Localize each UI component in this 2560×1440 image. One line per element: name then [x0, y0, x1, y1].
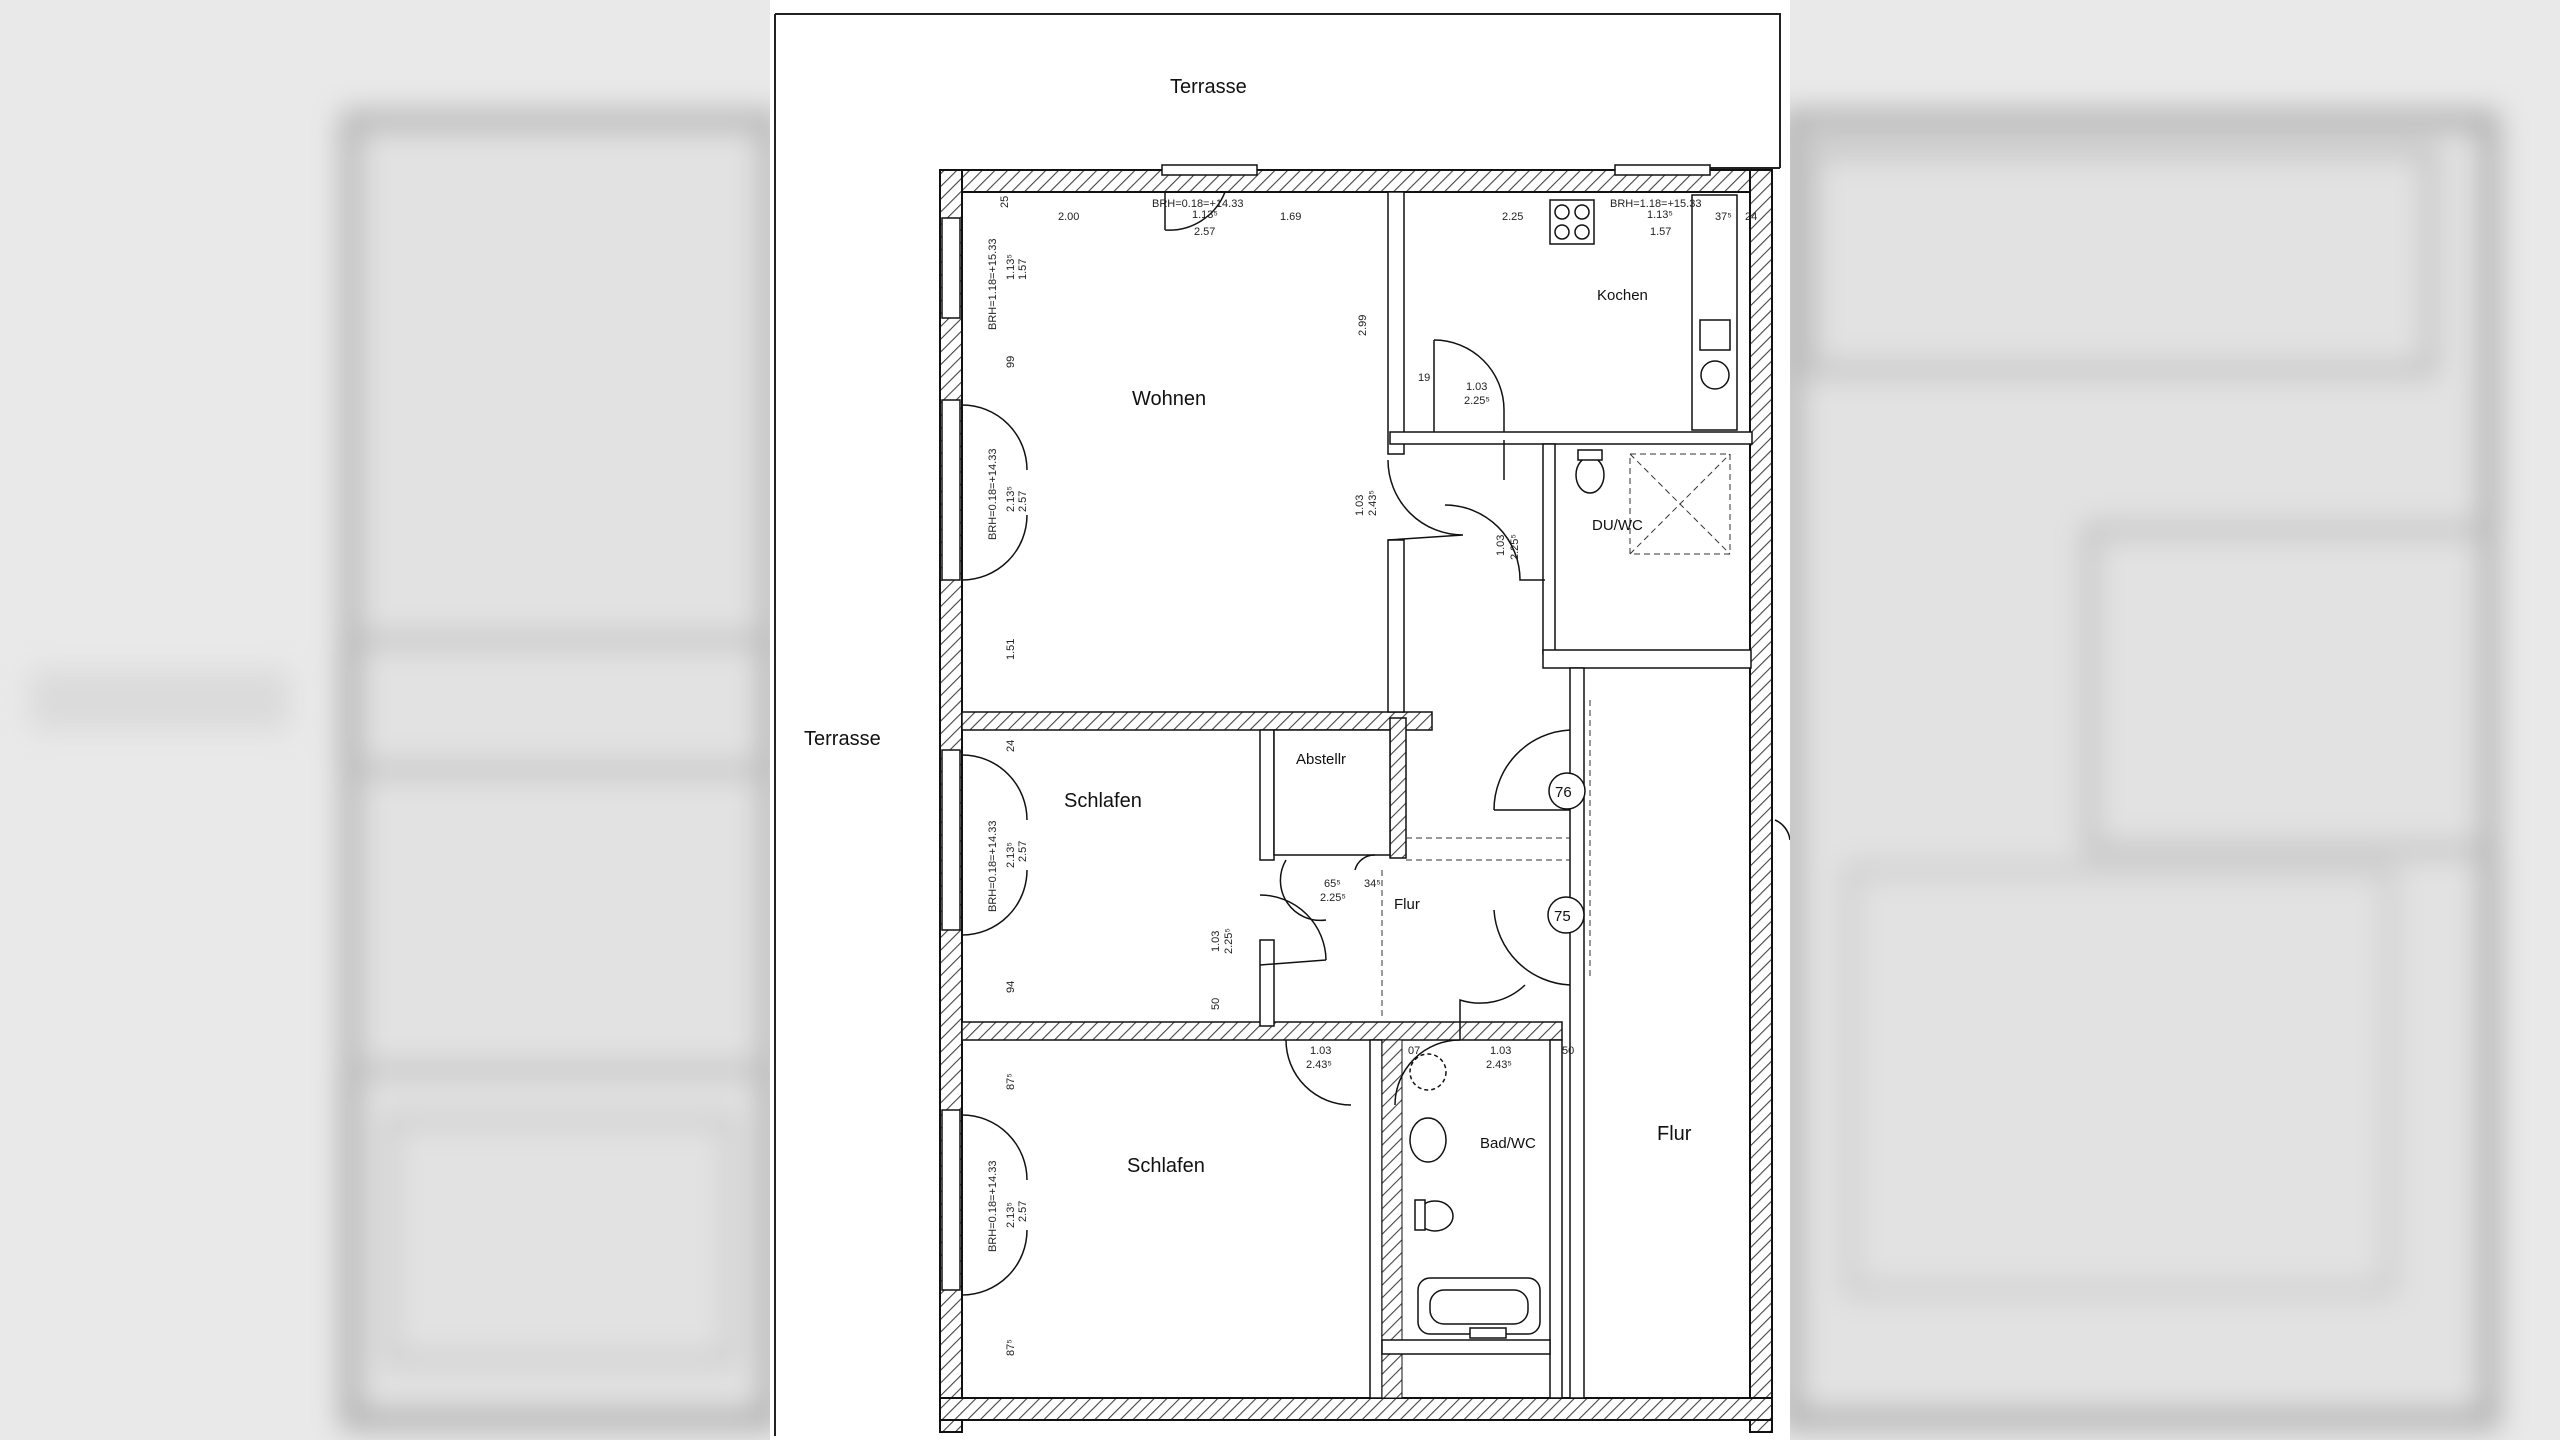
- dim-left-99: 99: [1005, 356, 1017, 368]
- dim-top-24: 24: [1745, 211, 1757, 223]
- dim-s1-94: 94: [1005, 981, 1017, 993]
- abstellr-label: Abstellr: [1296, 751, 1346, 768]
- door-76-marker: [1548, 772, 1586, 810]
- dim-left-1135: 1.13⁵: [1005, 254, 1017, 280]
- dim-s2-875-a: 87⁵: [1005, 1073, 1017, 1090]
- windows-left: [941, 217, 961, 1291]
- dim-s1-brh: BRH=0.18=+14.33: [987, 821, 999, 912]
- dim-top-25: 25: [999, 196, 1011, 208]
- floor-plan: Terrasse Terrasse Wohnen Kochen DU/WC Sc…: [770, 0, 1790, 1440]
- terrace-top-label: Terrasse: [1170, 76, 1247, 98]
- dim-flur-345: 34⁵: [1364, 878, 1381, 890]
- wall-right: [1749, 169, 1773, 1433]
- dim-wohnen-299: 2.99: [1357, 315, 1369, 336]
- du-wc-label: DU/WC: [1592, 517, 1643, 534]
- wall-flur-big-left: [1569, 667, 1585, 1399]
- blurred-background-left: [0, 0, 780, 1440]
- dim-bad-103: 1.03: [1490, 1045, 1511, 1057]
- dim-door-kochen-103: 1.03: [1466, 381, 1487, 393]
- dim-left-157: 1.57: [1017, 259, 1029, 280]
- door-75-number: 75: [1554, 908, 1571, 925]
- dashed-lines: [1381, 453, 1731, 1020]
- wohnen-label: Wohnen: [1132, 388, 1206, 410]
- dim-s2-2135: 2.13⁵: [1005, 1202, 1017, 1228]
- dim-door-wohnen-243: 2.43⁵: [1367, 490, 1379, 516]
- wall-bad-left-hatch: [1381, 1039, 1403, 1399]
- dim-s1-24: 24: [1005, 740, 1017, 752]
- wall-bad-bottom: [1381, 1339, 1551, 1355]
- floor-plan-drawing: Terrasse Terrasse Wohnen Kochen DU/WC Sc…: [774, 13, 1790, 1436]
- wall-wohnen-kochen-upper: [1387, 191, 1405, 455]
- dim-s2-brh: BRH=0.18=+14.33: [987, 1161, 999, 1252]
- dim-s1-257: 2.57: [1017, 841, 1029, 862]
- dim-top-375: 37⁵: [1715, 211, 1732, 223]
- dim-s1-2135: 2.13⁵: [1005, 842, 1017, 868]
- bad-wc-label: Bad/WC: [1480, 1135, 1536, 1152]
- abstellr-room: [1273, 729, 1391, 856]
- dim-door-kochen-19: 19: [1418, 372, 1430, 384]
- dim-left-brh-1: BRH=1.18=+15.33: [987, 239, 999, 330]
- dim-top-200: 2.00: [1058, 211, 1079, 223]
- terrace-outline: [774, 13, 1781, 1436]
- dim-s1-door-225: 2.25⁵: [1223, 928, 1235, 954]
- wall-bad-right: [1549, 1039, 1563, 1399]
- dim-top-257-a: 2.57: [1194, 226, 1215, 238]
- bathroom-fixtures: [1409, 1053, 1541, 1339]
- dim-brh-top-left: BRH=0.18=+14.33: [1152, 198, 1243, 210]
- dim-bad-07: 07: [1408, 1045, 1420, 1057]
- dim-left-151: 1.51: [1005, 639, 1017, 660]
- dim-door-du-103: 1.03: [1495, 535, 1507, 556]
- dim-left-2135: 2.13⁵: [1005, 486, 1017, 512]
- dim-left-257: 2.57: [1017, 491, 1029, 512]
- schlafen-1-label: Schlafen: [1064, 790, 1142, 812]
- doors: [961, 191, 1790, 1296]
- flur-big-label: Flur: [1657, 1123, 1692, 1145]
- schlafen-2-label: Schlafen: [1127, 1155, 1205, 1177]
- dim-top-1135-b: 1.13⁵: [1647, 209, 1673, 221]
- dim-s2-875-b: 87⁵: [1005, 1339, 1017, 1356]
- kochen-label: Kochen: [1597, 287, 1648, 304]
- dim-s1-50: 50: [1210, 998, 1222, 1010]
- dim-top-225: 2.25: [1502, 211, 1523, 223]
- wall-du-left: [1542, 443, 1556, 655]
- dim-s2-257: 2.57: [1017, 1201, 1029, 1222]
- wall-wohnen-schlafen: [961, 711, 1433, 731]
- wall-schlafen-abstell: [1259, 729, 1275, 861]
- flur-small-label: Flur: [1394, 896, 1420, 913]
- dim-s1-door-103: 1.03: [1210, 931, 1222, 952]
- dim-brh-top-right: BRH=1.18=+15.33: [1610, 198, 1701, 210]
- wall-du-bottom: [1542, 649, 1752, 669]
- wall-bad-left: [1369, 1039, 1383, 1399]
- kitchen-fixtures: [1549, 194, 1738, 431]
- dim-door-wohnen-103: 1.03: [1354, 495, 1366, 516]
- wall-schlafen-flur-lower: [1259, 939, 1275, 1027]
- blurred-background-right: [1780, 0, 2560, 1440]
- dim-door-du-225: 2.25⁵: [1509, 534, 1521, 560]
- dim-top-157: 1.57: [1650, 226, 1671, 238]
- dim-flur-655: 65⁵: [1324, 878, 1341, 890]
- wall-flur-left: [1389, 717, 1407, 859]
- dim-bad-50: 50: [1562, 1045, 1574, 1057]
- dim-door-kochen-225: 2.25⁵: [1464, 395, 1490, 407]
- terrace-left-label: Terrasse: [804, 728, 881, 750]
- door-76-number: 76: [1555, 784, 1572, 801]
- windows-top: [1161, 164, 1711, 176]
- dim-bad-243: 2.43⁵: [1486, 1059, 1512, 1071]
- wall-bottom: [939, 1397, 1773, 1421]
- wall-kochen-bottom: [1389, 431, 1753, 445]
- door-75-marker: [1547, 896, 1585, 934]
- wall-wohnen-right: [1387, 539, 1405, 713]
- du-wc-fixtures: [1575, 449, 1605, 494]
- dim-s2-door-243: 2.43⁵: [1306, 1059, 1332, 1071]
- dim-top-169: 1.69: [1280, 211, 1301, 223]
- dim-s2-door-103: 1.03: [1310, 1045, 1331, 1057]
- dim-top-1135-a: 1.13⁵: [1192, 209, 1218, 221]
- dim-left-brh-2: BRH=0.18=+14.33: [987, 449, 999, 540]
- dim-flur-225: 2.25⁵: [1320, 892, 1346, 904]
